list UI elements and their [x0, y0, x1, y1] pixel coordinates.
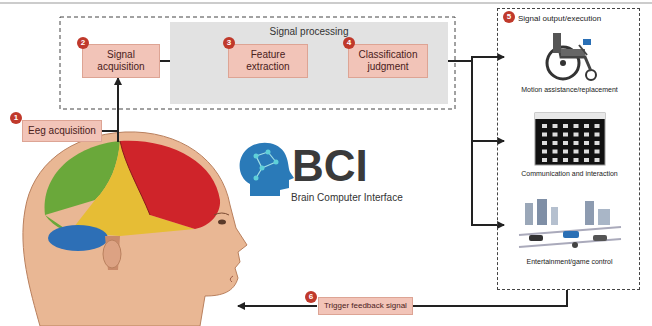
logo-subtitle: Brain Computer Interface	[291, 192, 403, 204]
callout-number: 1	[10, 112, 22, 124]
box-label: Feature extraction	[234, 49, 302, 73]
callout-number: 3	[223, 37, 235, 49]
processing-band: Signal processingFeature extraction Class…	[170, 22, 448, 104]
wheelchair-illustration	[535, 27, 605, 83]
illustration	[504, 111, 635, 167]
bci-logo-icon	[240, 143, 294, 196]
illustration	[504, 195, 635, 255]
top-rule	[0, 3, 652, 4]
step-box: Classification judgment	[348, 44, 428, 78]
callout-number: 2	[77, 37, 89, 49]
group-title: Signal output/execution	[518, 14, 601, 23]
output-panel: Signal output/executionMotion assistance…	[497, 8, 640, 290]
item-label: Motion assistance/replacement	[504, 85, 635, 94]
box-label: Eeg acquisition	[28, 125, 96, 137]
step-box: Signal acquisition	[82, 44, 160, 78]
flow-arrow	[413, 290, 567, 306]
output-item: Motion assistance/replacement	[504, 27, 635, 105]
output-item: Entertainment/game control	[504, 195, 635, 279]
output-item: Communication and interaction	[504, 111, 635, 189]
game-illustration	[515, 195, 625, 255]
feedback-arrow	[238, 305, 317, 307]
callout-number: 4	[343, 37, 355, 49]
item-label: Entertainment/game control	[504, 257, 635, 266]
callout-number: 5	[503, 11, 515, 23]
step-box: Eeg acquisition	[22, 120, 102, 142]
box-label: Signal acquisition	[88, 49, 154, 73]
processing-frame	[60, 17, 455, 109]
speller-illustration	[533, 111, 607, 167]
logo-text: BCI	[292, 142, 368, 190]
head-illustration	[23, 132, 247, 326]
flow-arrow	[102, 78, 118, 131]
callout-number: 6	[305, 291, 317, 303]
box-label: Classification judgment	[354, 49, 422, 73]
feedback-box: Trigger feedback signal	[318, 297, 413, 315]
box-label: Trigger feedback signal	[324, 301, 407, 311]
illustration	[504, 27, 635, 83]
step-box: Feature extraction	[228, 44, 308, 78]
group-title: Signal processing	[170, 26, 448, 37]
item-label: Communication and interaction	[504, 169, 635, 178]
